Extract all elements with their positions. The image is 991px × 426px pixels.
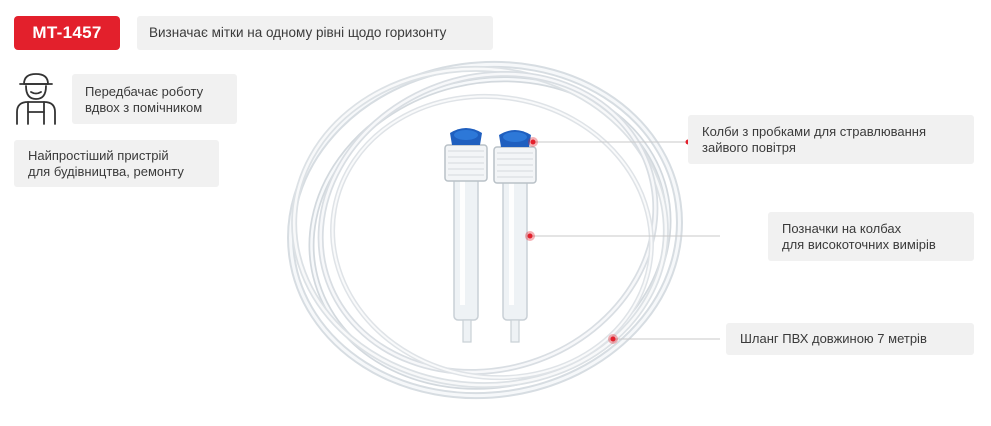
feature-simple-line2: для будівництва, ремонту <box>28 164 184 179</box>
callout-dots <box>525 137 691 344</box>
flask-right <box>493 130 537 343</box>
product-photo <box>287 60 720 400</box>
feature-helper-box: Передбачає роботу вдвох з помічником <box>72 74 237 124</box>
callout-hose-line1: Шланг ПВХ довжиною 7 метрів <box>740 331 927 346</box>
callout-hose-box: Шланг ПВХ довжиною 7 метрів <box>726 323 974 355</box>
feature-simple-box: Найпростіший пристрій для будівництва, р… <box>14 140 219 187</box>
callout-flasks-line1: Колби з пробками для стравлювання <box>702 124 927 139</box>
flask-left <box>444 128 488 343</box>
hose-coil <box>287 60 683 400</box>
worker-icon <box>16 73 56 125</box>
callout-marks-line2: для високоточних вимірів <box>782 237 936 252</box>
callout-marks-line1: Позначки на колбах <box>782 221 902 236</box>
feature-simple-line1: Найпростіший пристрій <box>28 148 169 163</box>
callout-marks-box: Позначки на колбах для високоточних вимі… <box>768 212 974 261</box>
feature-helper-line1: Передбачає роботу <box>85 84 204 99</box>
callout-lines <box>530 141 720 340</box>
headline-text: Визначає мітки на одному рівні щодо гори… <box>149 25 447 40</box>
callout-flasks-line2: зайвого повітря <box>702 140 796 155</box>
feature-helper-line2: вдвох з помічником <box>85 100 203 115</box>
headline-box: Визначає мітки на одному рівні щодо гори… <box>137 16 493 50</box>
callout-flasks-box: Колби з пробками для стравлювання зайвог… <box>688 115 974 164</box>
product-code-badge: MT-1457 <box>14 16 120 50</box>
